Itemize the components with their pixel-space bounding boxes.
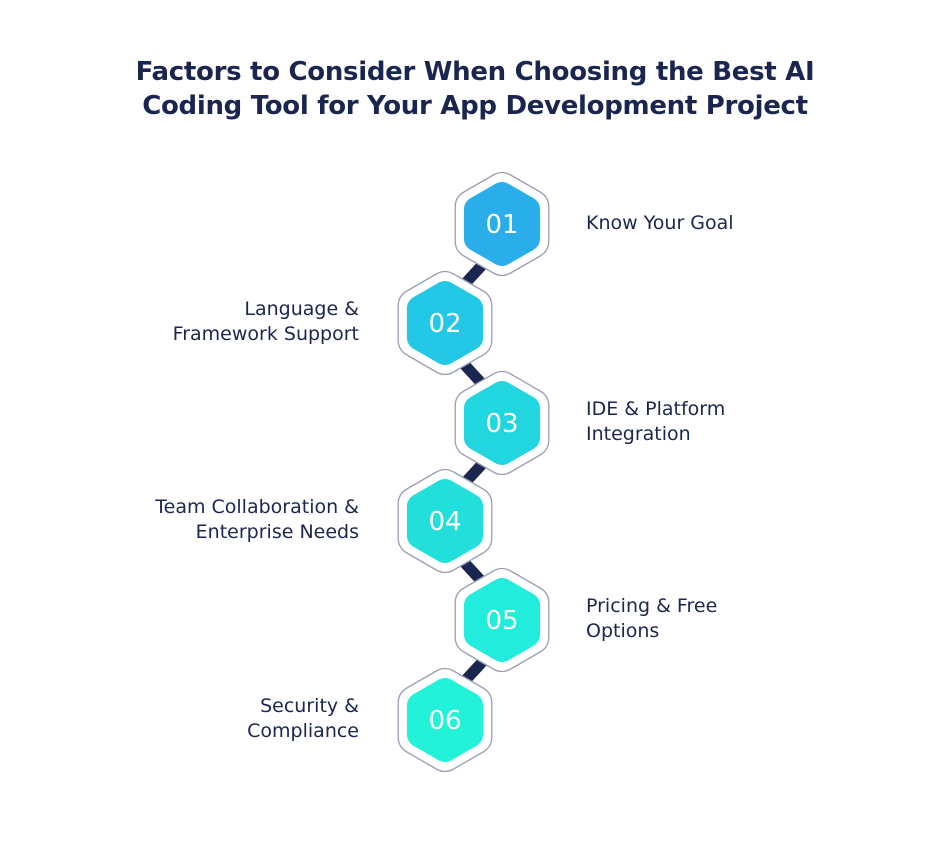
label-line: Compliance [247,720,359,742]
step-hexagon-05: 05 [454,567,550,673]
hexagon-fill [463,578,541,662]
step-number: 04 [428,507,461,537]
hexagon-fill [406,479,484,563]
step-number: 06 [428,706,461,736]
label-line: Framework Support [172,323,359,345]
step-label-06: Security & Compliance [247,694,359,744]
step-number: 02 [428,309,461,339]
step-label-04: Team Collaboration & Enterprise Needs [155,495,359,545]
step-label-01: Know Your Goal [586,211,734,236]
step-number: 01 [485,210,518,240]
label-line: Security & [260,695,359,717]
step-hexagon-02: 02 [397,270,493,376]
hexagon-fill [406,678,484,762]
hexagon-fill [463,182,541,266]
step-hexagon-01: 01 [454,171,550,277]
step-label-02: Language & Framework Support [173,297,359,347]
step-hexagon-04: 04 [397,468,493,574]
step-hexagon-06: 06 [397,667,493,773]
label-line: IDE & Platform [586,398,726,420]
page-title: Factors to Consider When Choosing the Be… [0,55,950,123]
label-line: Options [586,620,660,642]
step-number: 03 [485,409,518,439]
label-line: Enterprise Needs [195,521,359,543]
title-line-1: Factors to Consider When Choosing the Be… [135,57,815,87]
label-line: Team Collaboration & [155,496,359,518]
label-line: Know Your Goal [586,211,734,234]
title-line-2: Coding Tool for Your App Development Pro… [142,91,808,121]
hexagon-fill [406,281,484,365]
step-hexagon-03: 03 [454,370,550,476]
label-line: Pricing & Free [586,595,718,617]
label-line: Language & [244,298,359,320]
hexagon-fill [463,381,541,465]
label-line: Integration [586,423,691,445]
step-number: 05 [485,606,518,636]
